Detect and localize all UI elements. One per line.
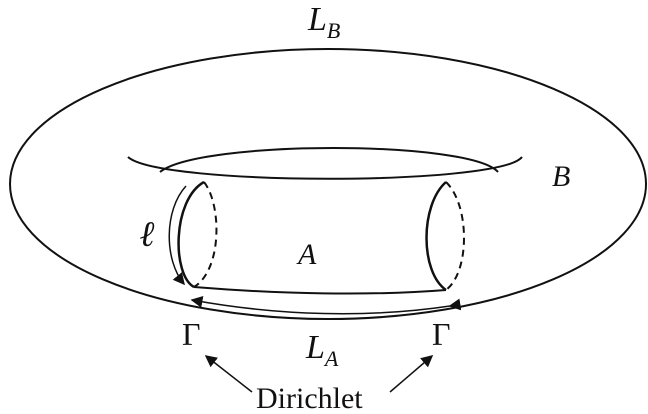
label-gamma-left: Γ	[182, 316, 201, 352]
left-cut-dashed-arc	[193, 181, 218, 288]
dirichlet-left-arrow	[204, 355, 253, 393]
region-a-bottom-edge	[193, 286, 447, 295]
label-dirichlet: Dirichlet	[256, 382, 363, 414]
label-la: LA	[305, 329, 339, 371]
left-cut-solid-arc	[177, 180, 205, 289]
torus-outer-boundary	[9, 48, 647, 320]
la-double-arrow	[190, 295, 462, 315]
right-cut-dashed-arc	[445, 181, 465, 291]
right-cut-solid-arc	[425, 181, 447, 292]
torus-inner-upper-arc	[159, 147, 499, 173]
label-a: A	[296, 238, 317, 271]
label-lb: LB	[307, 1, 340, 43]
label-b: B	[552, 160, 570, 193]
ell-arrow	[168, 185, 187, 286]
label-ell: ℓ	[140, 214, 155, 254]
label-gamma-right: Γ	[432, 316, 451, 352]
dirichlet-right-arrow	[389, 355, 434, 393]
torus-inner-lower-arc	[127, 156, 523, 180]
